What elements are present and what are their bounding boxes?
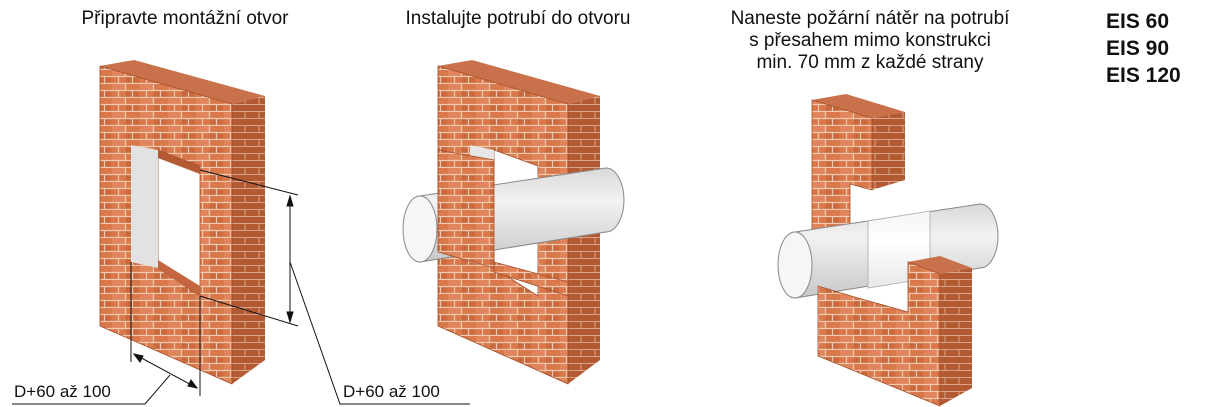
fire-ratings: EIS 60 EIS 90 EIS 120	[1106, 8, 1181, 89]
step3-caption-line-3: min. 70 mm z každé strany	[756, 52, 984, 73]
pipe	[402, 149, 625, 297]
rating-eis-90: EIS 90	[1106, 37, 1170, 60]
wall-section-upper	[811, 94, 905, 249]
opening-dimension-lines	[12, 169, 470, 405]
rating-eis-120: EIS 120	[1106, 64, 1181, 87]
opening-height-label: D+60 až 100	[343, 382, 440, 401]
wall-section-lower	[817, 256, 972, 407]
step1-caption: Připravte montážní otvor	[81, 8, 289, 29]
rating-eis-60: EIS 60	[1106, 10, 1170, 33]
step3-caption: Naneste požární nátěr na potrubí s přesa…	[690, 8, 1050, 74]
step2-caption: Instalujte potrubí do otvoru	[405, 8, 631, 29]
opening-width-label: D+60 až 100	[14, 382, 111, 401]
step3-caption-line-1: Naneste požární nátěr na potrubí	[730, 8, 1010, 29]
step3-caption-line-2: s přesahem mimo konstrukci	[749, 30, 991, 51]
wall-with-opening	[99, 60, 265, 385]
